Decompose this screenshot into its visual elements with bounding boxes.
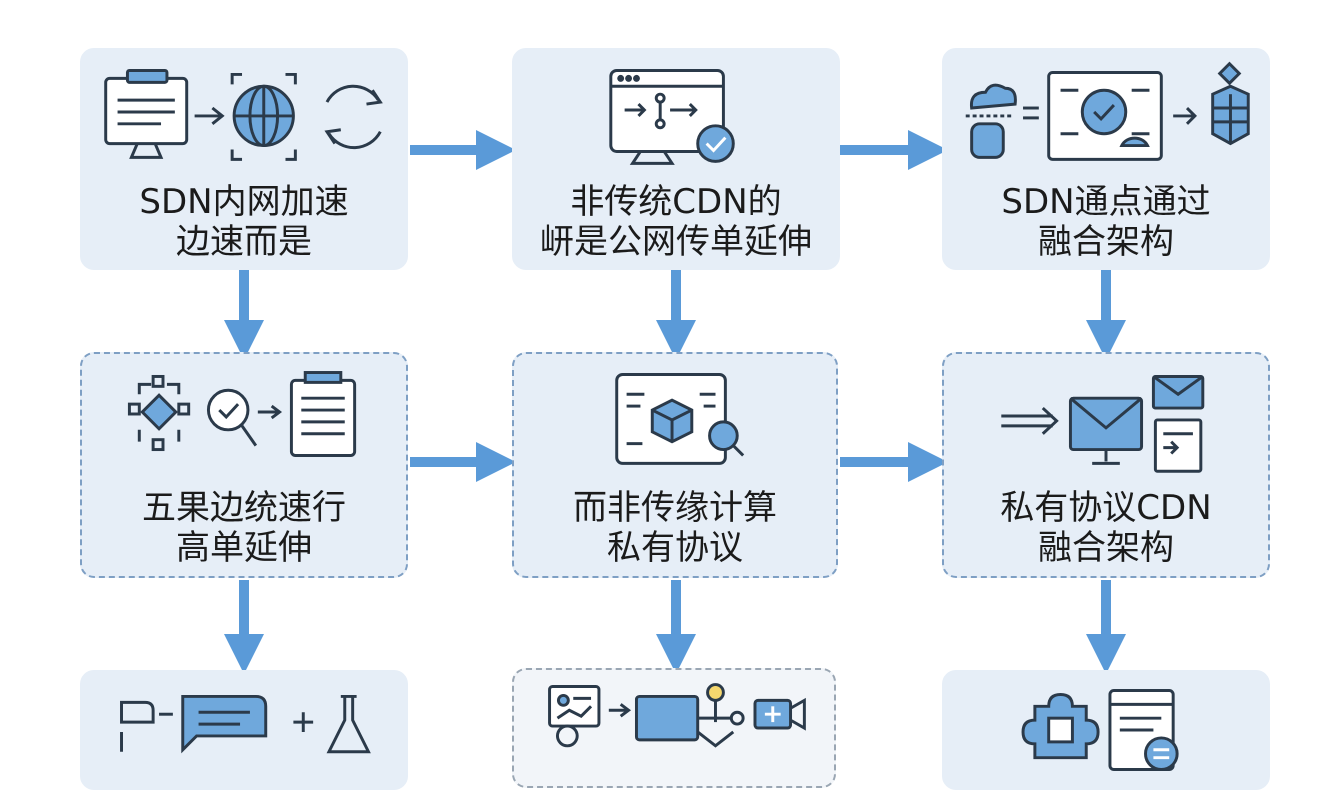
mail-document-icon <box>1151 374 1205 473</box>
node-n5-icons <box>615 373 745 465</box>
plus-icon <box>293 712 314 732</box>
cloud-database-icon <box>965 83 1017 159</box>
arrow-layer <box>224 130 1126 674</box>
arrow-right-icon <box>257 404 283 420</box>
node-n5-line-2: 私有协议 <box>607 528 743 568</box>
node-n6-label: 私有协议CDN 融合架构 <box>944 488 1268 568</box>
chip-check-icon <box>1047 70 1163 161</box>
search-check-icon <box>206 388 258 447</box>
node-n3-line-2: 融合架构 <box>1038 222 1174 262</box>
arrow-right-icon <box>194 106 225 125</box>
node-n5: 而非传缘计算 私有协议 <box>512 352 838 578</box>
arrow-right-icon <box>1001 406 1059 435</box>
puzzle-icon <box>1021 692 1100 760</box>
network-nodes-icon <box>127 374 191 452</box>
node-n3-line-1: SDN通点通过 <box>1001 182 1211 222</box>
node-n2-icons <box>609 69 735 165</box>
node-n8 <box>512 668 836 788</box>
sync-icon <box>324 84 383 150</box>
node-n3-label: SDN通点通过 融合架构 <box>944 182 1268 262</box>
node-n9-icons <box>1021 689 1179 772</box>
computer-network-icon <box>634 683 745 748</box>
node-n4-label: 五果边统速行 高单延伸 <box>82 488 406 568</box>
node-n4-line-1: 五果边统速行 <box>142 488 346 528</box>
globe-scan-icon <box>230 72 297 161</box>
document-icon <box>289 371 357 457</box>
node-n2-line-2: 岍是公网传单延伸 <box>540 222 812 262</box>
certificate-monitor-icon <box>104 69 189 159</box>
node-n2-line-1: 非传统CDN的 <box>570 182 782 222</box>
node-n7-icons <box>120 694 371 754</box>
node-n1-label: SDN内网加速 边速而是 <box>82 182 406 262</box>
equals-icon <box>1023 106 1039 120</box>
node-n6-icons <box>1001 374 1205 473</box>
node-n1: SDN内网加速 边速而是 <box>80 48 408 270</box>
node-n7 <box>80 670 408 790</box>
node-n5-line-1: 而非传缘计算 <box>573 488 777 528</box>
browser-flow-check-icon <box>609 69 735 165</box>
document-list-icon <box>1108 689 1179 772</box>
node-n6: 私有协议CDN 融合架构 <box>942 352 1270 578</box>
flask-icon <box>326 694 371 754</box>
storage-cube-icon <box>1211 61 1250 146</box>
chat-icon <box>181 694 268 754</box>
node-n5-label: 而非传缘计算 私有协议 <box>514 488 836 568</box>
dashboard-icon <box>548 685 601 748</box>
arrow-right-icon <box>608 703 632 718</box>
node-n9 <box>942 670 1270 790</box>
flow-shapes-icon <box>120 700 173 752</box>
node-n4-line-2: 高单延伸 <box>176 528 312 568</box>
camera-snow-icon <box>753 697 806 731</box>
node-n6-line-2: 融合架构 <box>1038 528 1174 568</box>
mail-monitor-icon <box>1068 396 1144 465</box>
node-n1-icons <box>104 69 383 161</box>
node-n2: 非传统CDN的 岍是公网传单延伸 <box>512 48 840 270</box>
node-n1-line-2: 边速而是 <box>176 222 312 262</box>
circuit-cube-icon <box>615 373 727 465</box>
arrow-right-icon <box>1173 106 1197 125</box>
node-n3: SDN通点通过 融合架构 <box>942 48 1270 270</box>
node-n1-line-1: SDN内网加速 <box>139 182 349 222</box>
node-n8-icons <box>548 683 806 748</box>
node-n4-icons <box>127 371 357 457</box>
node-n2-label: 非传统CDN的 岍是公网传单延伸 <box>514 182 838 262</box>
node-n6-line-1: 私有协议CDN <box>1000 488 1212 528</box>
magnifier-icon <box>708 420 745 457</box>
node-n3-icons <box>965 61 1250 161</box>
node-n4: 五果边统速行 高单延伸 <box>80 352 408 578</box>
